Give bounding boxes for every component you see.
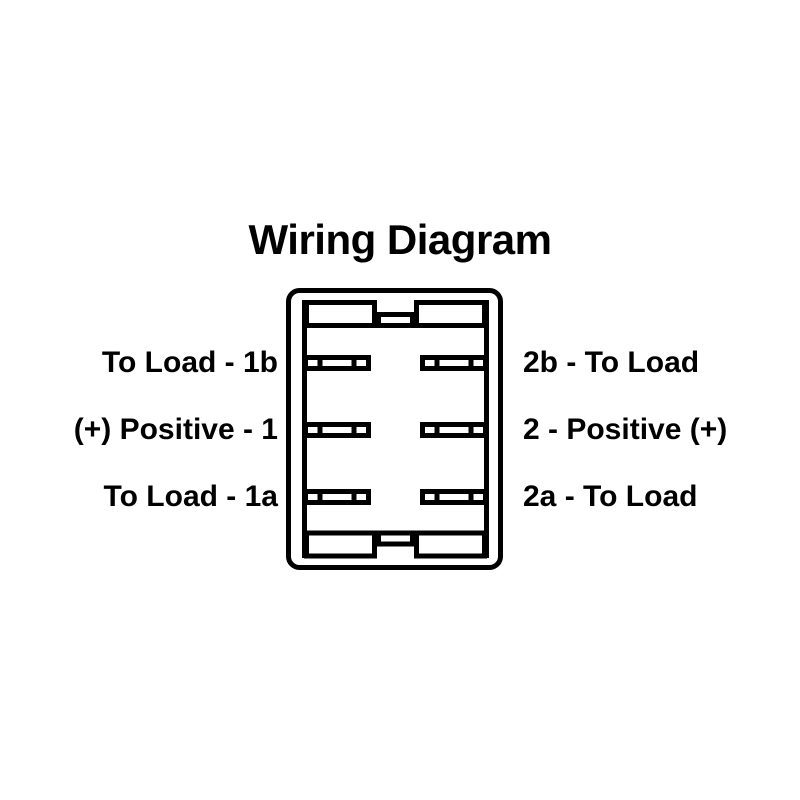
pin-label-1a: To Load - 1a (103, 480, 278, 513)
bottom-center-tab (376, 530, 415, 547)
terminal-bar-1a (303, 489, 371, 505)
pin-label-1: (+) Positive - 1 (73, 413, 278, 446)
pin-label-2a: 2a - To Load (523, 480, 698, 513)
top-left-corner-block (304, 300, 377, 328)
terminal-bar-2b (420, 355, 488, 371)
terminal-bar-2 (420, 422, 488, 438)
pin-label-2b: 2b - To Load (523, 346, 700, 379)
top-center-tab (376, 312, 415, 328)
terminal-row-1b-2b (303, 355, 488, 371)
pin-label-2: 2 - Positive (+) (523, 413, 728, 446)
terminal-row-1a-2a (303, 489, 488, 505)
terminal-bar-1 (303, 422, 371, 438)
terminal-bar-1b (303, 355, 371, 371)
bottom-left-corner-block (304, 530, 377, 559)
page-title: Wiring Diagram (248, 216, 553, 263)
bottom-right-corner-block (414, 530, 487, 559)
top-right-corner-block (414, 300, 487, 328)
terminal-bar-2a (420, 489, 488, 505)
terminal-row-1-2 (303, 422, 488, 438)
rocker-switch-body-illustration (286, 288, 503, 570)
pin-label-1b: To Load - 1b (101, 346, 278, 379)
